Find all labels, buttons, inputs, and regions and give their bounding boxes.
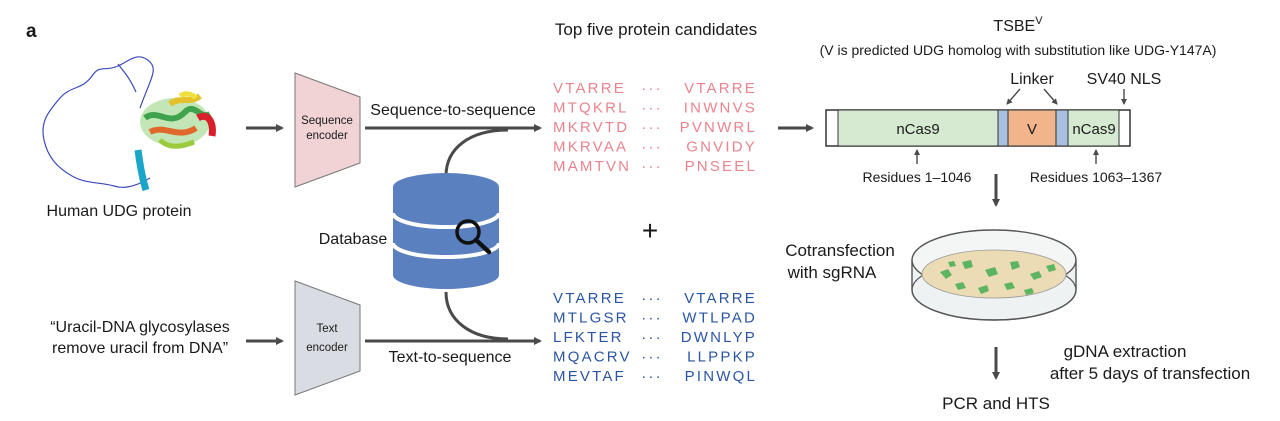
ncas9-right-domain: [1067, 109, 1120, 147]
sequence-row: MKRVAA ··· GNVIDY: [553, 139, 757, 156]
search-icon: [455, 219, 492, 255]
sequence-row: VTARRE ··· VTARRE: [553, 290, 757, 307]
sequence-encoder-block: [294, 72, 361, 188]
database-curve-top: [444, 128, 509, 177]
construct-title-main: TSBE: [993, 18, 1035, 35]
sequence-start: MEVTAF: [553, 368, 626, 385]
sequence-encoder-label-line2: encoder: [306, 130, 348, 142]
sequence-end: WTLPAD: [682, 310, 757, 327]
v-label: V: [1027, 121, 1037, 138]
text-encoder-label-line2: encoder: [306, 342, 348, 354]
sequence-start: MKRVTD: [553, 119, 629, 136]
sequence-start: VTARRE: [553, 80, 626, 97]
sequence-start: MAMTVN: [553, 158, 631, 175]
sequence-row: MTLGSR ··· WTLPAD: [553, 310, 757, 327]
sequence-start: MTQKRL: [553, 100, 629, 117]
database-icon: [391, 173, 501, 289]
sequence-row: MKRVTD ··· PVNWRL: [553, 119, 757, 136]
cotransfection-line2: with sgRNA: [787, 263, 877, 282]
sequence-end: PNSEEL: [685, 158, 757, 175]
sequence-ellipsis: ···: [641, 80, 663, 97]
sequence-start: MTLGSR: [553, 310, 629, 327]
extraction-line1: gDNA extraction: [1064, 342, 1187, 361]
sequence-ellipsis: ···: [641, 329, 663, 346]
protein-structure-image: [42, 56, 216, 192]
sequence-row: MAMTVN ··· PNSEEL: [553, 158, 757, 175]
sequence-encoder-label-line1: Sequence: [301, 115, 353, 127]
sequence-row: LFKTER ··· DWNLYP: [553, 329, 757, 346]
sequence-row: MEVTAF ··· PINWQL: [553, 368, 757, 385]
text-prompt-line2: remove uracil from DNA”: [52, 340, 228, 357]
construct-title: TSBEV: [993, 15, 1043, 35]
residues-right-label: Residues 1063–1367: [1030, 169, 1163, 185]
pcr-hts-label: PCR and HTS: [942, 394, 1050, 413]
sequence-ellipsis: ···: [641, 368, 663, 385]
sequence-start: VTARRE: [553, 290, 626, 307]
sequence-row: MTQKRL ··· INWNVS: [553, 100, 757, 117]
sequence-end: VTARRE: [684, 80, 757, 97]
text-to-seq-candidates: VTARRE ··· VTARRE MTLGSR ··· WTLPAD LFKTER ··· D…: [553, 290, 757, 385]
sequence-start: MQACRV: [553, 349, 632, 366]
sequence-ellipsis: ···: [641, 100, 663, 117]
culture-dish-illustration: [911, 229, 1077, 321]
sequence-ellipsis: ···: [641, 290, 663, 307]
sequence-ellipsis: ···: [641, 158, 663, 175]
ncas9-left-domain: [837, 109, 999, 147]
sequence-end: PINWQL: [685, 368, 757, 385]
ncas9-left-label: nCas9: [896, 121, 939, 138]
sequence-end: DWNLYP: [681, 329, 757, 346]
construct-title-superscript: V: [1035, 15, 1043, 27]
ncas9-right-label: nCas9: [1072, 121, 1115, 138]
linker-arrow-right: [1043, 88, 1058, 105]
text-encoder-label-line1: Text: [316, 323, 338, 335]
sequence-end: LLPPKP: [687, 349, 757, 366]
sequence-end: INWNVS: [684, 100, 757, 117]
text-encoder-block: [294, 280, 361, 396]
sequence-end: GNVIDY: [686, 139, 757, 156]
sequence-ellipsis: ···: [641, 139, 663, 156]
protein-label: Human UDG protein: [47, 203, 192, 220]
sequence-start: LFKTER: [553, 329, 624, 346]
sv40-nls-label: SV40 NLS: [1087, 71, 1162, 88]
linker-label: Linker: [1010, 71, 1054, 88]
tsbe-construct: [825, 109, 1131, 147]
text-to-sequence-label: Text-to-sequence: [389, 349, 512, 366]
text-prompt-line1: “Uracil-DNA glycosylases: [50, 319, 230, 336]
sequence-ellipsis: ···: [641, 310, 663, 327]
panel-label: a: [26, 21, 37, 42]
plus-sign: +: [642, 215, 658, 246]
sequence-row: VTARRE ··· VTARRE: [553, 80, 757, 97]
linker-right: [1055, 109, 1069, 147]
sequence-end: PVNWRL: [680, 119, 757, 136]
linker-arrow-left: [1006, 88, 1021, 105]
linker-left: [997, 109, 1009, 147]
extraction-line2: after 5 days of transfection: [1050, 364, 1250, 383]
residues-left-label: Residues 1–1046: [863, 169, 972, 185]
sequence-end: VTARRE: [684, 290, 757, 307]
sequence-to-sequence-label: Sequence-to-sequence: [370, 102, 536, 119]
sequence-start: MKRVAA: [553, 139, 628, 156]
sequence-ellipsis: ···: [641, 119, 663, 136]
database-curve-bottom: [444, 291, 509, 341]
cotransfection-line1: Cotransfection: [785, 241, 895, 260]
candidates-title: Top five protein candidates: [555, 20, 757, 39]
construct-subtitle: (V is predicted UDG homolog with substit…: [820, 42, 1217, 58]
seq-to-seq-candidates: VTARRE ··· VTARRE MTQKRL ··· INWNVS MKRVTD ··· P…: [553, 80, 757, 175]
sequence-row: MQACRV ··· LLPPKP: [553, 349, 757, 366]
database-label: Database: [319, 231, 388, 248]
sequence-ellipsis: ···: [641, 349, 663, 366]
